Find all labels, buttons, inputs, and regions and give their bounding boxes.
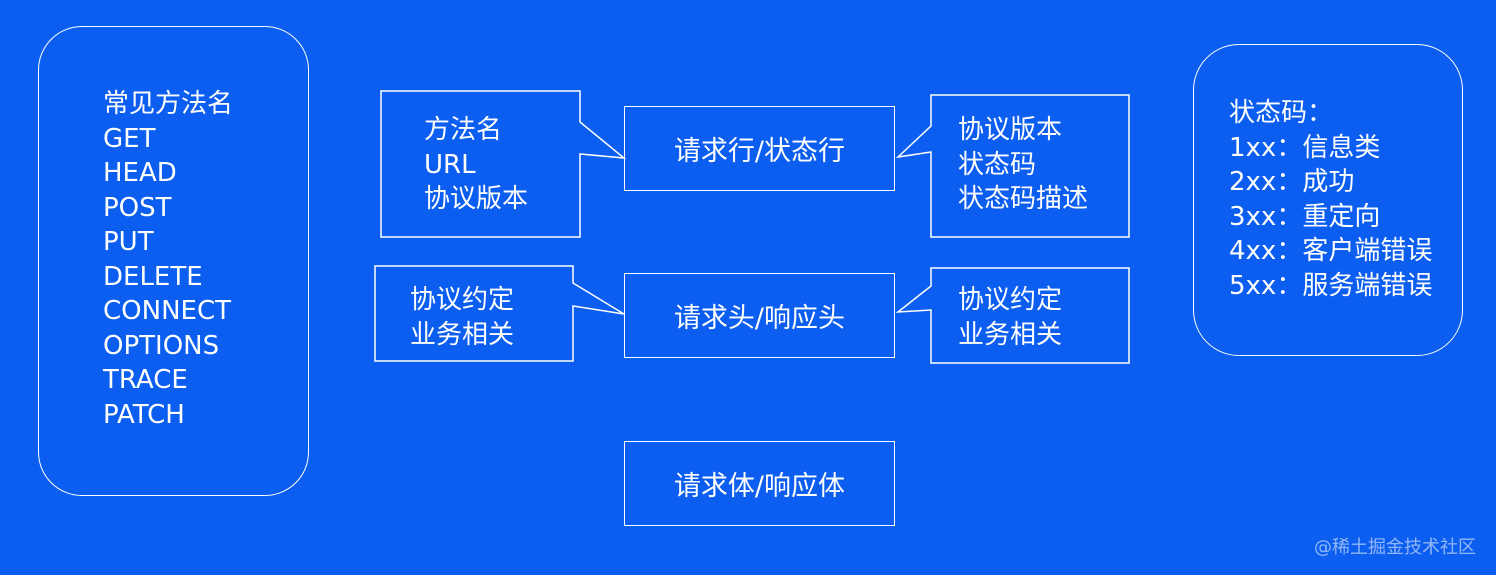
method-item: TRACE bbox=[103, 365, 188, 395]
callout-header-left-text: 协议约定业务相关 bbox=[410, 283, 514, 352]
method-item: GET bbox=[103, 123, 156, 154]
callout-item: 协议版本 bbox=[424, 184, 529, 214]
callout-item: 协议版本 bbox=[958, 115, 1063, 145]
watermark: @稀土掘金技术社区 bbox=[1314, 537, 1476, 558]
method-item: PATCH bbox=[103, 399, 185, 430]
callout-item: 协议约定 bbox=[958, 285, 1063, 315]
method-item: HEAD bbox=[103, 158, 177, 188]
callout-item: 方法名 bbox=[424, 115, 503, 145]
callout-header-left-shape bbox=[374, 265, 625, 362]
callout-line-left-text: 方法名 URL 协议版本 bbox=[424, 113, 528, 217]
status-code-item: 2xx：成功 bbox=[1229, 167, 1355, 197]
status-panel bbox=[1193, 44, 1463, 356]
methods-list: 常见方法名 GET HEAD POST PUT DELETE CONNECT OPTIONS T… bbox=[103, 87, 233, 432]
status-code-item: 3xx：重定向 bbox=[1229, 201, 1381, 232]
status-code-item: 5xx：服务端错误 bbox=[1229, 270, 1433, 301]
status-code-item: 状态码： bbox=[1229, 98, 1334, 128]
request-line-box: 请求行/状态行 bbox=[624, 106, 895, 191]
body-box: 请求体/响应体 bbox=[624, 441, 895, 526]
header-box: 请求头/响应头 bbox=[624, 273, 895, 358]
request-line-label: 请求行/状态行 bbox=[673, 136, 846, 167]
method-item: 常见方法名 bbox=[103, 89, 234, 119]
method-item: CONNECT bbox=[103, 296, 231, 326]
status-code-item: 1xx：信息类 bbox=[1229, 132, 1381, 163]
header-label: 请求头/响应头 bbox=[673, 303, 846, 334]
callout-header-right-shape bbox=[895, 267, 1130, 364]
callout-item: URL bbox=[424, 149, 476, 180]
callout-header-right-text: 协议约定业务相关 bbox=[958, 283, 1062, 352]
status-code-list: 状态码： 1xx：信息类 2xx：成功 3xx：重定向 4xx：客户端错误 5xx：服务端… bbox=[1229, 96, 1432, 303]
method-item: POST bbox=[103, 192, 172, 223]
status-code-item: 4xx：客户端错误 bbox=[1229, 236, 1433, 266]
method-item: DELETE bbox=[103, 261, 203, 292]
method-item: PUT bbox=[103, 227, 154, 257]
callout-item: 状态码 bbox=[958, 149, 1037, 180]
callout-item: 状态码描述 bbox=[958, 184, 1089, 214]
callout-item: 协议约定 bbox=[410, 285, 515, 315]
callout-line-left-shape bbox=[380, 90, 627, 238]
body-label: 请求体/响应体 bbox=[673, 471, 846, 502]
methods-panel bbox=[38, 26, 309, 496]
callout-item: 业务相关 bbox=[958, 319, 1063, 350]
callout-line-right-text: 协议版本状态码状态码描述 bbox=[958, 113, 1088, 217]
callout-line-right-shape bbox=[895, 94, 1130, 238]
method-item: OPTIONS bbox=[103, 330, 220, 361]
callout-item: 业务相关 bbox=[410, 319, 515, 350]
